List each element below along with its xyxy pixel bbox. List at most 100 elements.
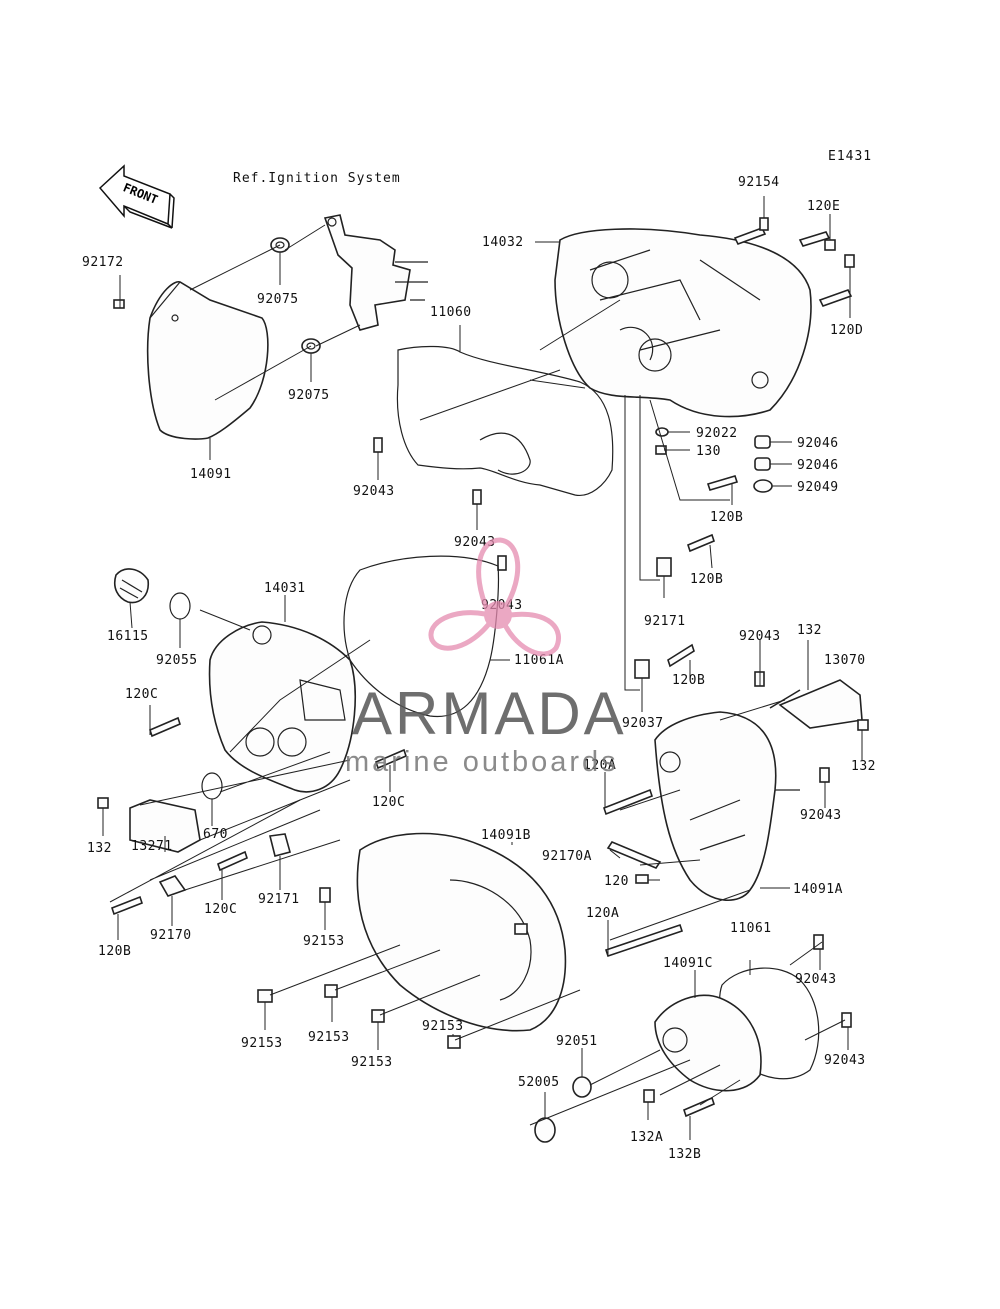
bolt-120C-a	[149, 716, 181, 738]
label-132A: 132A	[630, 1130, 663, 1145]
watermark-brand: ARMADA	[352, 680, 627, 747]
gasket-11061A	[343, 555, 500, 718]
label-120B-c: 120B	[672, 673, 705, 688]
label-52005: 52005	[518, 1075, 560, 1090]
bolt-120C-c	[217, 850, 248, 872]
bolt-132A	[643, 1089, 655, 1103]
label-92154: 92154	[738, 175, 780, 190]
label-120A-a: 120A	[583, 758, 616, 773]
label-14091B: 14091B	[481, 828, 531, 843]
label-120E: 120E	[807, 199, 840, 214]
label-14032: 14032	[482, 235, 524, 250]
label-92170: 92170	[150, 928, 192, 943]
cover-14091C	[654, 994, 762, 1092]
dowel-92043-d	[813, 934, 824, 950]
bolt-120	[635, 874, 649, 884]
label-120C-c: 120C	[204, 902, 237, 917]
label-92043-g: 92043	[824, 1053, 866, 1068]
ref-ignition-note: Ref.Ignition System	[233, 171, 401, 186]
label-13271: 13271	[131, 839, 173, 854]
propeller-logo-icon	[428, 537, 561, 657]
label-92075-lower: 92075	[288, 388, 330, 403]
label-92171-top: 92171	[644, 614, 686, 629]
label-132B: 132B	[668, 1147, 701, 1162]
gasket-11060	[396, 345, 614, 497]
bolt-120D	[818, 254, 855, 307]
label-11060: 11060	[430, 305, 472, 320]
label-92043-f: 92043	[795, 972, 837, 987]
label-132-a: 132	[797, 623, 822, 638]
label-92055: 92055	[156, 653, 198, 668]
bolt-92154	[733, 217, 769, 245]
washer-92022	[655, 427, 669, 437]
cover-14031	[208, 621, 356, 793]
screw-92172	[113, 299, 125, 309]
label-16115: 16115	[107, 629, 149, 644]
bolt-120B-a	[706, 475, 739, 491]
label-92075-upper: 92075	[257, 292, 299, 307]
clip-92171	[269, 833, 291, 857]
clamp-92171	[656, 557, 672, 577]
gear-case-14091A	[654, 711, 830, 902]
bolt-92153-a	[319, 887, 331, 903]
cover-14091	[146, 281, 269, 440]
label-14031: 14031	[264, 581, 306, 596]
label-120C-b: 120C	[372, 795, 405, 810]
label-14091C: 14091C	[663, 956, 713, 971]
label-120: 120	[604, 874, 629, 889]
label-132-b: 132	[851, 759, 876, 774]
diagram-code: E1431	[828, 149, 872, 164]
dowel-92043-b	[472, 489, 482, 505]
label-120B-a: 120B	[710, 510, 743, 525]
label-92153-a: 92153	[303, 934, 345, 949]
label-92046-a: 92046	[797, 436, 839, 451]
label-92153-c: 92153	[308, 1030, 350, 1045]
cover-14091B	[356, 832, 567, 1032]
seal-92051	[572, 1076, 592, 1098]
label-92043-e: 92043	[800, 808, 842, 823]
ignition-bracket	[323, 214, 428, 331]
label-132-c: 132	[87, 841, 112, 856]
ring-92046-b	[754, 457, 771, 471]
crankcase-cover-14032	[554, 228, 812, 418]
label-92022: 92022	[696, 426, 738, 441]
spacer-92170A	[606, 841, 662, 869]
label-120A-b: 120A	[586, 906, 619, 921]
front-arrow-icon: FRONT	[98, 164, 175, 229]
bolt-120A-a	[603, 788, 653, 816]
label-670: 670	[203, 827, 228, 842]
label-120B-d: 120B	[98, 944, 131, 959]
bolt-92153-e	[447, 1035, 461, 1049]
leader-lines	[102, 196, 863, 1140]
label-92171-bottom: 92171	[258, 892, 300, 907]
label-11061A: 11061A	[514, 653, 564, 668]
label-120D: 120D	[830, 323, 863, 338]
bolt-92153-b	[257, 989, 273, 1003]
label-92153-d: 92153	[351, 1055, 393, 1070]
label-92153-b: 92153	[241, 1036, 283, 1051]
bracket-13070	[754, 671, 869, 731]
label-92051: 92051	[556, 1034, 598, 1049]
label-92170A: 92170A	[542, 849, 592, 864]
bolt-120B-c	[667, 643, 695, 668]
label-92043-d: 92043	[739, 629, 781, 644]
label-120B-b: 120B	[690, 572, 723, 587]
label-11061: 11061	[730, 921, 772, 936]
label-92172: 92172	[82, 255, 124, 270]
bolt-120B-d	[111, 895, 143, 916]
label-13070: 13070	[824, 653, 866, 668]
o-ring-92055	[169, 592, 191, 620]
dowel-92043-c	[497, 555, 507, 571]
label-92049: 92049	[797, 480, 839, 495]
bolt-92153-c	[324, 984, 338, 998]
bolt-92153-d	[371, 1009, 385, 1023]
label-14091: 14091	[190, 467, 232, 482]
part-labels: 92172 92075 92075 14091 11060 92043 9204…	[82, 175, 876, 1162]
bracket-92170	[158, 875, 187, 897]
clip-92037	[634, 659, 650, 679]
watermark-tagline: marine outboards	[345, 746, 619, 778]
dowel-92043-e	[841, 1012, 852, 1028]
label-92037: 92037	[622, 716, 664, 731]
watermark: ARMADA marine outboards	[345, 537, 627, 778]
